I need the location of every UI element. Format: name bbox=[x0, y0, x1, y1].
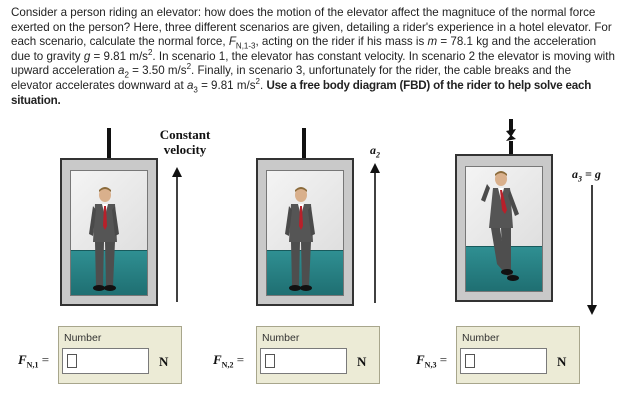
number-input-3[interactable] bbox=[460, 348, 547, 374]
elevator-scene-2: a2 bbox=[252, 125, 452, 325]
instruction-text: Use a free body diagram (FBD) of the rid… bbox=[11, 78, 592, 107]
a3-symbol: a bbox=[186, 78, 194, 92]
a2-exponent: 2 bbox=[186, 62, 192, 72]
equals-sign: = bbox=[436, 352, 448, 367]
scene-label-line-2: velocity bbox=[163, 142, 207, 157]
fn-symbol: F bbox=[213, 352, 222, 367]
problem-text-mass-intro: , acting on the rider if his mass is bbox=[255, 35, 428, 49]
fn-symbol: F bbox=[416, 352, 425, 367]
answer-box-1: Number N bbox=[58, 326, 182, 384]
rider-figure bbox=[285, 187, 315, 291]
fn-subscript: N,2 bbox=[221, 360, 234, 370]
elevator-scene-1: Constant velocity bbox=[55, 125, 255, 325]
answer-box-3: Number N bbox=[456, 326, 580, 384]
acceleration-label: a3 = g bbox=[572, 167, 601, 183]
number-input-2[interactable] bbox=[260, 348, 347, 374]
input-placeholder-icon bbox=[67, 354, 77, 368]
a2-subscript: 2 bbox=[124, 70, 129, 80]
number-label: Number bbox=[262, 332, 300, 344]
unit-label: N bbox=[357, 354, 367, 369]
fn-label-1: FN,1 = bbox=[18, 352, 49, 370]
g-value: = 9.81 m/s bbox=[90, 49, 148, 63]
acceleration-label: a2 bbox=[370, 143, 380, 159]
fn-subscript: N,1 bbox=[26, 360, 39, 370]
equals-sign: = bbox=[233, 352, 245, 367]
scene-label-line-1: Constant bbox=[159, 127, 211, 142]
rider-figure-falling bbox=[481, 171, 519, 281]
fn-subscript: N,1-3 bbox=[235, 41, 256, 51]
elevator-cable bbox=[302, 128, 306, 158]
elevator-cable bbox=[107, 128, 111, 158]
number-label: Number bbox=[64, 332, 102, 344]
period: . bbox=[259, 78, 267, 92]
acceleration-arrow-up bbox=[370, 163, 380, 303]
g-exponent: 2 bbox=[147, 47, 153, 57]
elevator-car bbox=[455, 154, 553, 302]
acceleration-arrow-down bbox=[587, 185, 597, 315]
broken-cable-icon bbox=[506, 119, 516, 159]
acceleration-subscript: 3 bbox=[578, 174, 582, 184]
a3-subscript: 3 bbox=[193, 85, 198, 95]
a2-value: = 3.50 m/s bbox=[128, 64, 187, 78]
elevator-scene-3: a3 = g bbox=[450, 119, 626, 325]
acceleration-equals-g: = g bbox=[582, 167, 601, 181]
g-symbol: g bbox=[83, 49, 91, 63]
a3-exponent: 2 bbox=[255, 77, 260, 87]
scenario-text-3: . Finally, in scenario 3, unfortunately … bbox=[11, 64, 572, 92]
input-placeholder-icon bbox=[265, 354, 275, 368]
problem-intro: Consider a person riding an elevator: ho… bbox=[11, 6, 612, 49]
unit-label: N bbox=[557, 354, 567, 369]
input-placeholder-icon bbox=[465, 354, 475, 368]
scene-label: Constant velocity bbox=[150, 127, 220, 157]
elevator-car bbox=[256, 158, 354, 306]
fn-label-3: FN,3 = bbox=[416, 352, 447, 370]
fn-symbol: F bbox=[18, 352, 27, 367]
mass-symbol: m bbox=[427, 35, 438, 49]
number-input-1[interactable] bbox=[62, 348, 149, 374]
unit-label: N bbox=[159, 354, 169, 369]
answer-box-2: Number N bbox=[256, 326, 380, 384]
scenario-text-1: . In scenario 1, the elevator has consta… bbox=[11, 49, 615, 78]
a3-value: = 9.81 m/s bbox=[197, 78, 256, 92]
velocity-arrow bbox=[172, 167, 182, 302]
rider-figure bbox=[89, 187, 119, 291]
mass-value: = 78.1 kg and the acceleration due to gr… bbox=[11, 35, 597, 63]
a2-symbol: a bbox=[117, 64, 125, 78]
acceleration-subscript: 2 bbox=[376, 150, 380, 160]
acceleration-symbol: a bbox=[370, 143, 376, 157]
number-label: Number bbox=[462, 332, 500, 344]
equals-sign: = bbox=[38, 352, 50, 367]
fn-subscript: N,3 bbox=[424, 360, 437, 370]
acceleration-symbol: a bbox=[572, 167, 578, 181]
fn-symbol: F bbox=[228, 35, 236, 49]
problem-statement: Consider a person riding an elevator: ho… bbox=[11, 6, 615, 108]
elevator-car bbox=[60, 158, 158, 306]
fn-label-2: FN,2 = bbox=[213, 352, 244, 370]
